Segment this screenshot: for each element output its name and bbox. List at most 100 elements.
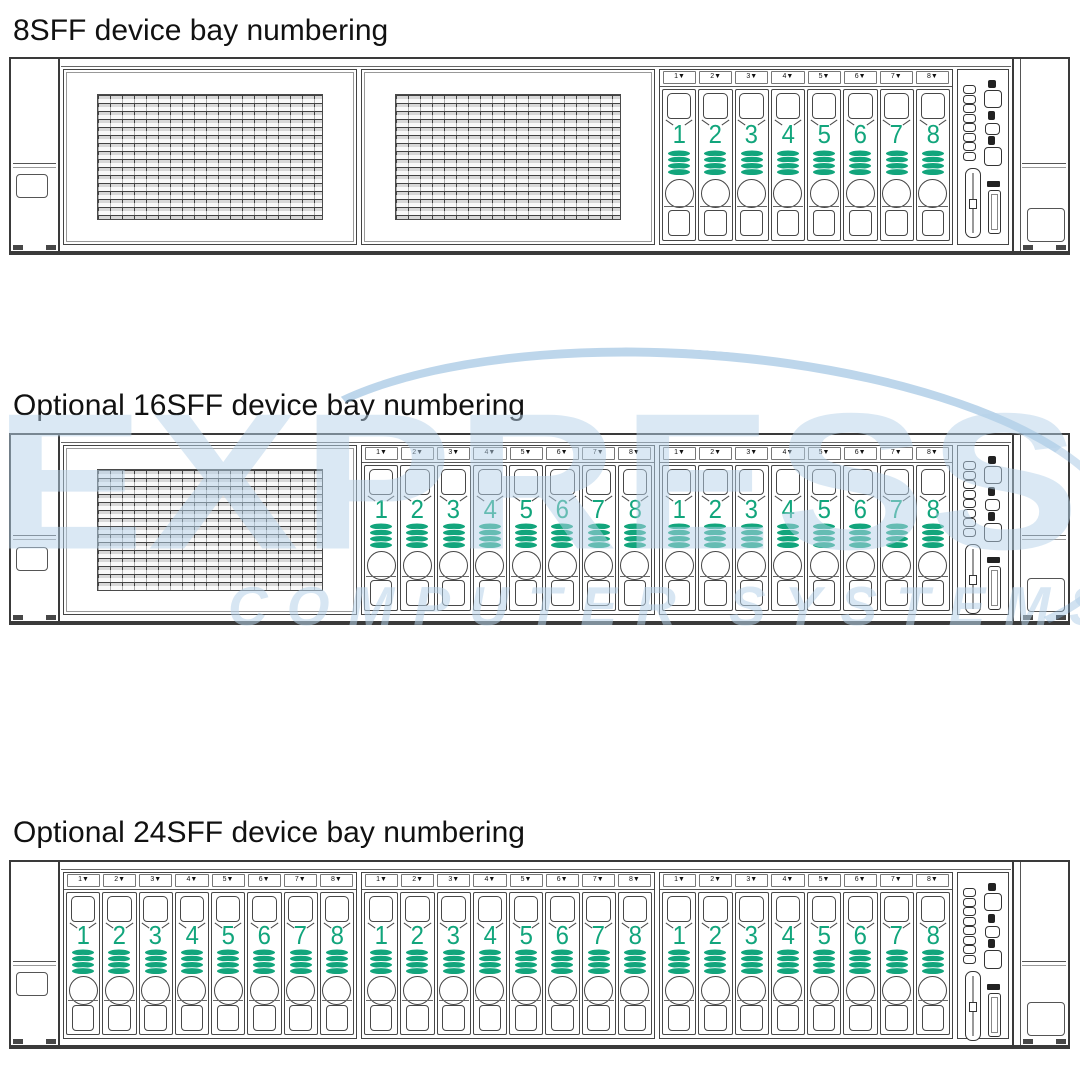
bay-number: 2 <box>410 920 425 950</box>
power-button <box>984 893 1002 911</box>
bay-release-circle-icon <box>402 550 432 580</box>
bay-release-circle-icon <box>918 976 948 1005</box>
thumbscrew-latch <box>16 174 48 199</box>
bay-release-circle-icon <box>845 550 875 580</box>
bay-latch-icon <box>586 469 611 495</box>
drive-bay: 6 <box>247 892 282 1035</box>
bay-number: 1 <box>374 493 388 524</box>
bay-latch-icon <box>739 93 764 119</box>
status-led <box>963 94 976 104</box>
bay-release-circle-icon <box>249 976 279 1005</box>
bay-bottom-panel <box>406 580 429 606</box>
right-rack-ear <box>1012 59 1068 251</box>
bay-bottom-panel <box>551 1005 574 1031</box>
status-led <box>963 499 976 508</box>
section-title-8sff: 8SFF device bay numbering <box>13 14 389 47</box>
usb-label-icon <box>987 984 1000 990</box>
disk-stack-icon <box>667 948 692 975</box>
bay-label-strip: 1▼2▼3▼4▼5▼6▼7▼8▼ <box>660 70 952 87</box>
status-led <box>963 142 976 151</box>
bay-bottom-panel <box>849 580 872 606</box>
uid-led <box>985 499 1000 511</box>
disk-stack-icon <box>179 948 204 975</box>
bay-release-circle-icon <box>773 179 803 208</box>
disk-stack-icon <box>369 948 394 975</box>
drive-bay: 5 <box>807 89 842 241</box>
bay-number: 1 <box>374 920 388 950</box>
bay-bottom-panel <box>71 1005 95 1031</box>
disk-stack-icon <box>252 948 277 975</box>
vent-mesh <box>96 469 324 591</box>
uid-led <box>985 926 1000 938</box>
bay-latch-icon <box>666 469 692 495</box>
bay-bottom-panel <box>369 1005 393 1031</box>
bay-number: 3 <box>446 493 461 524</box>
bay-latch-icon <box>775 896 801 922</box>
bay-number: 5 <box>519 920 533 950</box>
bay-release-circle-icon <box>882 976 912 1005</box>
bay-number: 1 <box>76 920 90 950</box>
bay-release-circle-icon <box>366 550 396 580</box>
bay-bottom-panel <box>442 1005 465 1031</box>
bay-top-label: 1▼ <box>663 874 697 887</box>
bay-top-label: 4▼ <box>473 447 507 460</box>
ear-divider <box>1022 162 1066 168</box>
bay-release-circle-icon <box>882 179 912 208</box>
disk-stack-icon <box>703 948 728 975</box>
bay-number: 8 <box>926 493 940 524</box>
bay-top-label: 7▼ <box>879 447 913 460</box>
bay-top-label: 7▼ <box>283 874 317 887</box>
bay-bottom-panel <box>478 1005 502 1031</box>
drive-bay: 1 <box>662 465 697 611</box>
bay-number: 7 <box>889 493 904 524</box>
drive-bay: 4 <box>472 892 507 1035</box>
bay-latch-icon <box>143 896 168 922</box>
thumbscrew-latch <box>1027 208 1065 242</box>
bay-bottom-panel <box>776 580 800 606</box>
disk-stack-icon <box>514 522 539 549</box>
bay-number: 7 <box>889 119 904 149</box>
bay-bottom-panel <box>144 1005 167 1031</box>
bay-label-strip: 1▼2▼3▼4▼5▼6▼7▼8▼ <box>362 446 654 463</box>
ear-divider <box>13 162 56 168</box>
disk-stack-icon <box>884 149 909 176</box>
bay-latch-icon <box>550 896 575 922</box>
health-icon <box>988 487 995 496</box>
bay-bottom-panel <box>667 1005 691 1031</box>
bay-release-circle-icon <box>773 550 803 580</box>
disk-stack-icon <box>920 522 945 549</box>
bay-latch-icon <box>703 469 728 495</box>
bay-release-circle-icon <box>475 550 505 580</box>
thumbscrew-latch <box>16 546 48 571</box>
bay-top-label: 7▼ <box>879 874 913 887</box>
drive-bay: 7 <box>581 892 616 1035</box>
bay-bottom-panel <box>740 210 763 236</box>
bay-bottom-panel <box>623 580 647 606</box>
bay-top-label: 4▼ <box>771 71 805 84</box>
bay-release-circle-icon <box>141 976 171 1005</box>
ear-foot <box>46 615 56 620</box>
bay-release-circle-icon <box>845 976 875 1005</box>
power-icon <box>988 80 996 88</box>
uid-led <box>985 123 1000 135</box>
bay-bottom-panel <box>812 1005 836 1031</box>
status-led <box>963 954 976 964</box>
bay-bottom-panel <box>704 580 727 606</box>
disk-stack-icon <box>107 948 132 975</box>
drive-bay: 3 <box>734 892 769 1035</box>
chassis-top-band <box>61 59 1011 67</box>
bay-release-circle-icon <box>664 179 694 208</box>
bay-top-label: 2▼ <box>401 874 435 887</box>
disk-stack-icon <box>477 522 502 549</box>
ear-divider <box>13 960 56 966</box>
drive-bay: 8 <box>915 465 950 611</box>
bay-latch-icon <box>586 896 611 922</box>
drive-bay: 3 <box>734 89 769 241</box>
drive-bay: 8 <box>617 892 652 1035</box>
disk-stack-icon <box>405 948 430 975</box>
bay-top-label: 3▼ <box>735 71 769 84</box>
bay-release-circle-icon <box>439 550 469 580</box>
